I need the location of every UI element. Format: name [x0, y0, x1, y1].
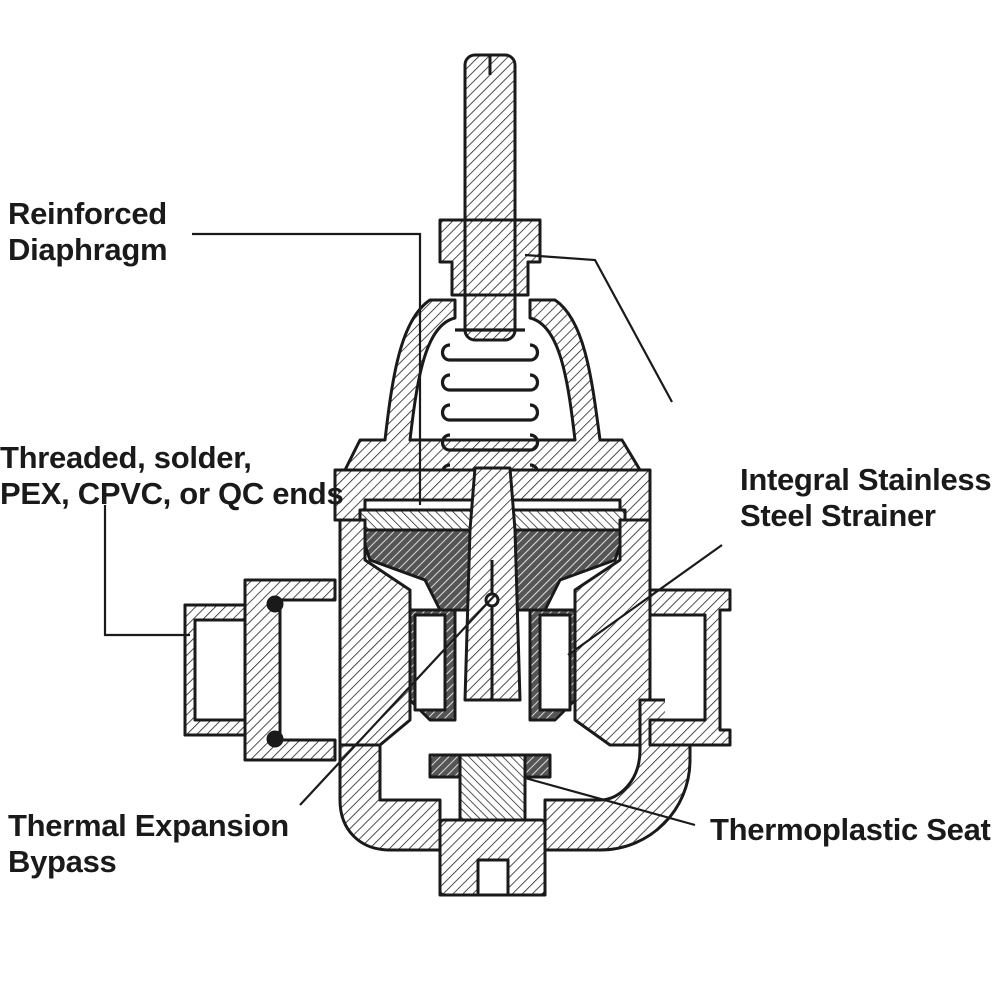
thermoplastic-seat: [428, 753, 552, 822]
label-ends-line2: PEX, CPVC, or QC ends: [0, 476, 344, 511]
label-ends-line1: Threaded, solder,: [0, 440, 252, 475]
label-bypass-line1: Thermal Expansion: [8, 808, 289, 843]
label-bypass-line2: Bypass: [8, 844, 117, 879]
strainer-screen: [413, 613, 572, 712]
leader-diaphragm: [192, 232, 422, 505]
right-union-end: [648, 588, 732, 747]
label-reinforced-diaphragm-line2: Diaphragm: [8, 232, 168, 267]
center-stem: [463, 466, 522, 702]
valve-body: [333, 518, 692, 897]
label-seat: Thermoplastic Seat: [710, 812, 991, 848]
label-strainer-line2: Steel Strainer: [740, 498, 936, 533]
bonnet: [343, 298, 642, 482]
label-bypass: Thermal Expansion Bypass: [8, 808, 289, 880]
leader-seat: [524, 776, 696, 827]
leader-lock-nut: [524, 253, 673, 403]
label-strainer-line1: Integral Stainless: [740, 462, 992, 497]
left-union-end: [183, 578, 337, 762]
adjusting-screw: [463, 53, 517, 342]
label-reinforced-diaphragm-line1: Reinforced: [8, 196, 167, 231]
label-seat-line1: Thermoplastic Seat: [710, 812, 991, 847]
label-reinforced-diaphragm: Reinforced Diaphragm: [8, 196, 168, 268]
label-ends: Threaded, solder, PEX, CPVC, or QC ends: [0, 440, 344, 512]
label-strainer: Integral Stainless Steel Strainer: [740, 462, 992, 534]
leader-bypass: [299, 594, 496, 806]
lock-nut: [438, 218, 542, 297]
leader-ends: [103, 505, 190, 637]
leader-strainer: [567, 544, 723, 656]
